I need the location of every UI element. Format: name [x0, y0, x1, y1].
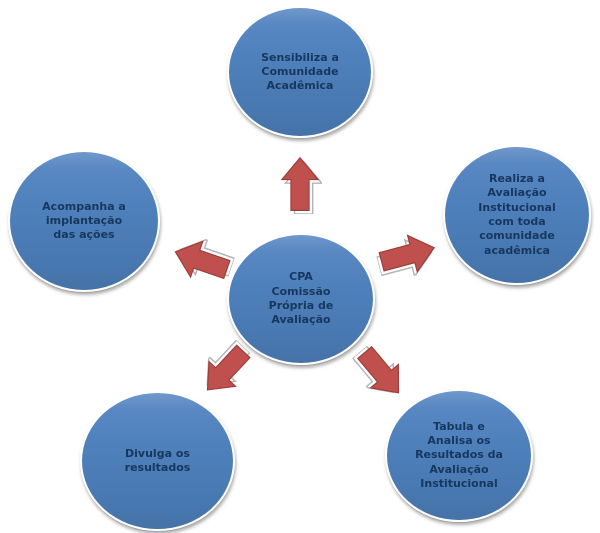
node-realiza-avaliacao: Realiza a Avaliação Institucional com to… [443, 145, 591, 285]
arrow-down-left-icon [191, 334, 261, 405]
node-tabula-analisa: Tabula e Analisa os Resultados da Avalia… [385, 389, 533, 522]
node-cpa-center: CPA Comissão Própria de Avaliação [227, 233, 375, 365]
node-divulga-resultados: Divulga os resultados [80, 391, 235, 531]
node-acompanha-implantacao: Acompanha a implantação das ações [8, 150, 160, 292]
arrow-right-icon [372, 226, 441, 284]
arrow-down-right-icon [346, 336, 415, 407]
node-divulga-label: Divulga os resultados [124, 446, 191, 474]
node-cpa-label: CPA Comissão Própria de Avaliação [268, 270, 334, 327]
node-sensibiliza-comunidade: Sensibiliza a Comunidade Acadêmica [227, 6, 373, 138]
arrow-left-icon [166, 230, 237, 291]
node-acompanha-label: Acompanha a implantação das ações [42, 199, 126, 242]
node-tabula-label: Tabula e Analisa os Resultados da Avalia… [415, 419, 503, 490]
node-realiza-label: Realiza a Avaliação Institucional com to… [478, 172, 556, 257]
node-sensibiliza-label: Sensibiliza a Comunidade Acadêmica [261, 50, 339, 93]
arrow-up-icon [278, 156, 322, 214]
